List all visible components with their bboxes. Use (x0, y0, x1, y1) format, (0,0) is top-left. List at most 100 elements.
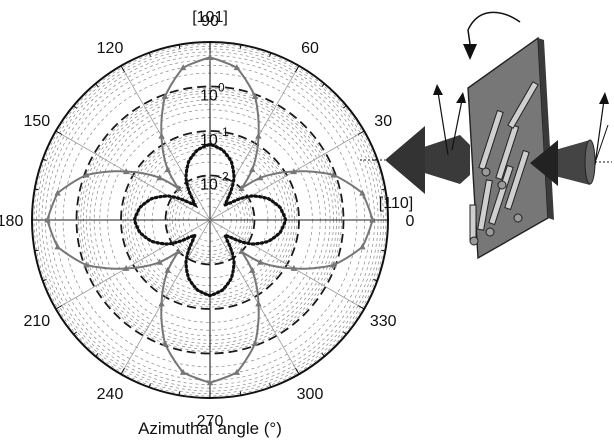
radial-tick-label: 10-1 (200, 125, 229, 149)
angular-tick-mark (381, 249, 386, 252)
series-1-point (164, 166, 171, 173)
angular-tick-mark (42, 158, 47, 161)
x-axis-label: Azimuthal angle (°) (138, 419, 282, 438)
radial-tick-base: 10 (200, 132, 218, 149)
angular-tick-mark (321, 83, 325, 88)
series-1-point (179, 368, 187, 375)
series-1-point (122, 264, 130, 271)
angular-tick-mark (342, 105, 347, 109)
angular-spoke (55, 130, 365, 310)
angular-tick-mark (357, 305, 365, 310)
series-line-2 (132, 142, 288, 298)
angular-tick-label: 30 (374, 113, 392, 130)
radial-tick-label: 10-2 (200, 170, 229, 194)
incoming-beam-icon (555, 140, 590, 185)
series-1-point (44, 216, 51, 223)
angular-tick-label: 150 (23, 113, 50, 130)
outgoing-arrowhead-icon (385, 126, 425, 194)
series-1-point (255, 132, 262, 139)
series-1-point (359, 189, 366, 196)
polar-labels: 0306090120150180210240270300330[101][110… (0, 9, 415, 430)
direction-label-101: [101] (192, 9, 228, 26)
series-1-point (290, 168, 298, 175)
polarization-arrow-left-icon (437, 91, 449, 156)
nanowire-schematic-illustration (360, 11, 612, 260)
angular-tick-mark (120, 367, 125, 375)
series-1-point (164, 266, 171, 273)
rotation-arrow-icon (467, 11, 521, 45)
angular-tick-mark (148, 52, 151, 57)
series-1-point (369, 216, 376, 223)
angular-tick-label: 90 (201, 13, 219, 30)
angular-tick-mark (73, 105, 78, 109)
angular-tick-mark (342, 331, 347, 335)
angular-tick-mark (34, 188, 39, 191)
series-1-point (249, 166, 256, 173)
angular-tick-label: 60 (301, 40, 319, 57)
series-1-point (54, 243, 61, 250)
series-1-point (249, 266, 256, 273)
series-1-point (359, 243, 366, 250)
series-1-point (156, 174, 163, 181)
series-1-point (257, 174, 264, 181)
angular-tick-label: 270 (197, 413, 224, 430)
series-1-point (161, 92, 169, 99)
angular-tick-mark (373, 279, 378, 282)
angular-tick-label: 120 (97, 40, 124, 57)
series-1-point (330, 171, 337, 178)
series-1-point (257, 258, 264, 265)
angular-tick-mark (148, 383, 151, 388)
polarization-arrow-left-2-icon (451, 99, 463, 151)
series-1-point (161, 340, 169, 347)
angular-tick-label: 240 (97, 386, 124, 403)
angular-tick-mark (120, 65, 125, 73)
angular-tick-label: 210 (23, 313, 50, 330)
series-1-point (255, 300, 262, 307)
angular-tick-mark (357, 130, 365, 135)
series-1-point (233, 368, 241, 375)
radial-tick-base: 10 (200, 88, 218, 105)
angular-tick-mark (295, 65, 300, 73)
angular-tick-mark (178, 44, 181, 49)
polarization-arrow-right-icon (594, 99, 605, 166)
angular-tick-mark (73, 331, 78, 335)
angular-tick-mark (269, 52, 272, 57)
polarization-arrow-right-2-icon (595, 124, 609, 161)
incoming-arrowhead-icon (530, 140, 558, 186)
series-1-point (179, 64, 187, 71)
angular-tick-mark (381, 188, 386, 191)
outgoing-beam-icon (415, 135, 470, 184)
series-1-point (238, 185, 245, 192)
series-1-point (158, 300, 165, 307)
nanowire-array (469, 81, 539, 246)
series-1-point (156, 258, 163, 265)
angular-tick-mark (295, 367, 300, 375)
angular-tick-mark (95, 352, 99, 357)
series-1-point (330, 261, 337, 268)
radial-tick-exponent: 0 (218, 81, 225, 95)
angular-tick-label: 330 (370, 313, 397, 330)
series-1-point (233, 64, 241, 71)
series-1-point (290, 264, 298, 271)
series-1-point (83, 171, 90, 178)
angular-tick-mark (321, 352, 325, 357)
angular-tick-mark (373, 158, 378, 161)
series-1-point (158, 132, 165, 139)
series-1-point (206, 53, 214, 60)
radial-tick-base: 10 (200, 177, 218, 194)
angular-tick-label: 180 (0, 213, 23, 230)
series-1-point (206, 379, 214, 386)
series-1-point (251, 340, 259, 347)
series-1-point (175, 185, 182, 192)
series-1-point (175, 247, 182, 254)
angular-tick-mark (42, 279, 47, 282)
angular-tick-label: 0 (406, 213, 415, 230)
series-1-point (238, 247, 245, 254)
angular-tick-mark (55, 305, 63, 310)
radial-tick-exponent: -1 (218, 125, 229, 139)
series-1-point (251, 92, 259, 99)
angular-tick-mark (239, 391, 242, 396)
incoming-beam-end (584, 139, 596, 185)
series-1-point (122, 168, 130, 175)
